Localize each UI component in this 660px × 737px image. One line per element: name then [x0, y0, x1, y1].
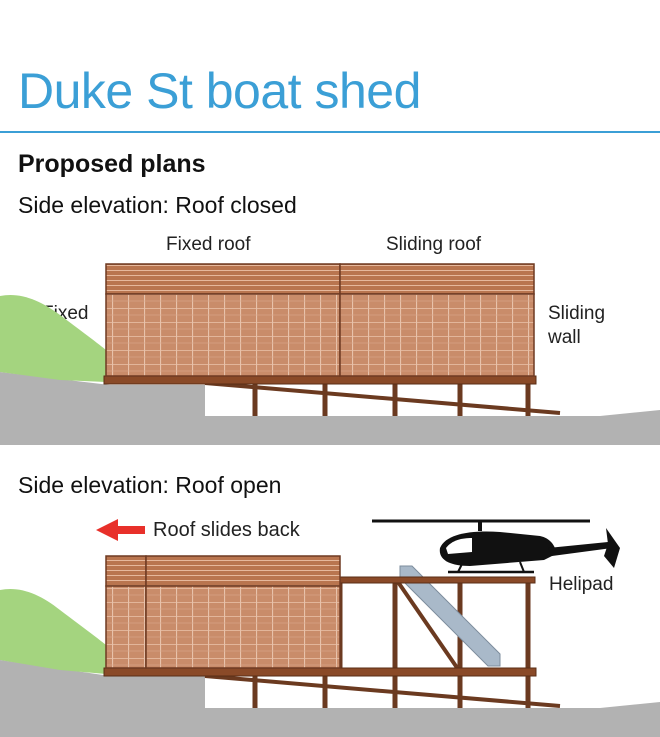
helicopter-icon — [372, 519, 620, 574]
drawing-roof-closed — [0, 263, 660, 445]
section-heading-roof-closed: Side elevation: Roof closed — [18, 192, 297, 218]
label-roof-slides-back: Roof slides back — [153, 519, 300, 541]
sliding-roof-closed — [339, 263, 535, 295]
sliding-wall-open — [145, 585, 341, 669]
fixed-roof-open — [105, 555, 147, 587]
label-sliding-wall: Sliding wall — [548, 303, 606, 348]
fixed-roof-closed — [105, 263, 341, 295]
hill-closed — [0, 294, 106, 382]
ground-closed — [0, 372, 660, 445]
deck-open — [103, 667, 537, 677]
section-heading-roof-open: Side elevation: Roof open — [18, 472, 282, 498]
deck-closed — [103, 375, 537, 385]
piles-closed — [204, 380, 561, 416]
fixed-wall-closed — [105, 293, 341, 377]
drawing-roof-open — [0, 519, 660, 737]
label-fixed-roof: Fixed roof — [166, 234, 251, 255]
page-title: Duke St boat shed — [18, 63, 421, 119]
sliding-wall-closed — [339, 293, 535, 377]
ground-open — [0, 660, 660, 737]
hill-open — [0, 588, 106, 674]
label-sliding-roof: Sliding roof — [386, 234, 482, 255]
label-helipad: Helipad — [549, 574, 614, 595]
sliding-roof-open — [145, 555, 341, 587]
title-divider — [0, 131, 660, 133]
fixed-wall-open — [105, 585, 147, 669]
arrow-left-icon — [96, 519, 145, 541]
helipad-deck — [337, 576, 536, 584]
subtitle: Proposed plans — [18, 150, 206, 178]
